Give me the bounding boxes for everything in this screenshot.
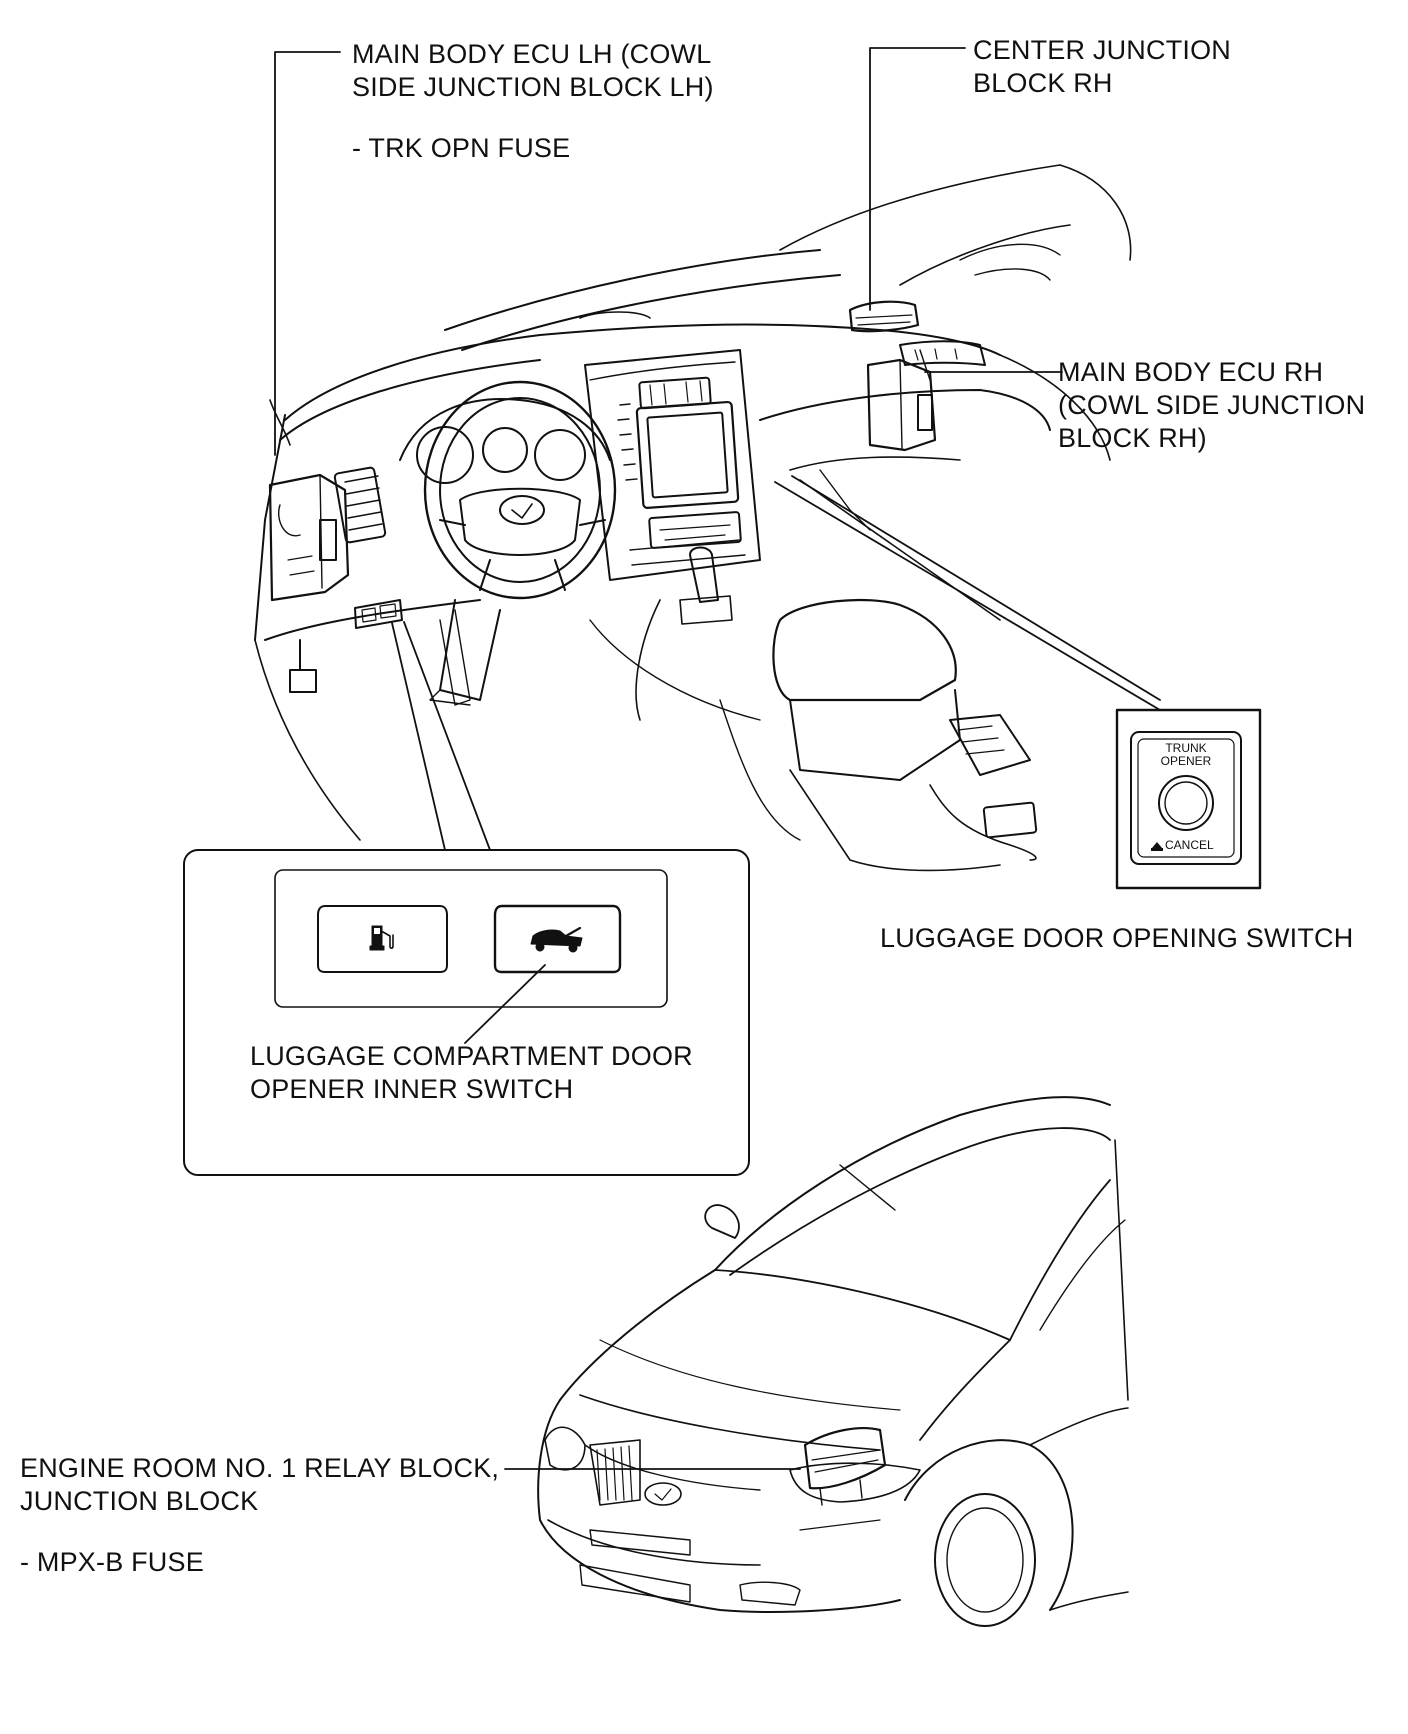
lexus-emblem-icon xyxy=(644,1482,682,1506)
inner-switch-label-line-2: OPENER INNER SWITCH xyxy=(250,1074,574,1104)
fuel-door-icon xyxy=(369,925,394,951)
engine-room-relay-block-label-line-1: ENGINE ROOM NO. 1 RELAY BLOCK, xyxy=(20,1453,500,1483)
main-body-ecu-lh-label-line-2: SIDE JUNCTION BLOCK LH) xyxy=(352,72,714,102)
main-body-ecu-lh-label-line-1: MAIN BODY ECU LH (COWL xyxy=(352,39,712,69)
center-junction-block-rh-label-line-1: CENTER JUNCTION xyxy=(973,35,1231,65)
main-body-ecu-rh-label-line-2: (COWL SIDE JUNCTION xyxy=(1058,390,1366,420)
main-body-ecu-lh-label: MAIN BODY ECU LH (COWL SIDE JUNCTION BLO… xyxy=(352,38,714,165)
dashboard-illustration xyxy=(254,164,1132,872)
luggage-door-switch-panel xyxy=(1115,708,1262,890)
trunk-opener-text-line-2: OPENER xyxy=(1160,754,1212,768)
main-body-ecu-rh-label: MAIN BODY ECU RH (COWL SIDE JUNCTION BLO… xyxy=(1058,356,1365,455)
trk-opn-fuse-label: - TRK OPN FUSE xyxy=(352,133,571,163)
inner-switch-label-line-1: LUGGAGE COMPARTMENT DOOR xyxy=(250,1041,693,1071)
mpx-b-fuse-label: - MPX-B FUSE xyxy=(20,1547,204,1577)
engine-room-relay-block-component xyxy=(803,1427,887,1506)
main-body-ecu-lh-component xyxy=(268,473,350,602)
main-body-ecu-rh-label-line-3: BLOCK RH) xyxy=(1058,423,1207,453)
cancel-triangle-icon xyxy=(1151,842,1163,851)
trunk-opener-text-line-1: TRUNK xyxy=(1165,741,1207,755)
main-body-ecu-rh-label-line-1: MAIN BODY ECU RH xyxy=(1058,357,1324,387)
center-junction-block-rh-label: CENTER JUNCTION BLOCK RH xyxy=(973,34,1231,100)
trunk-car-icon xyxy=(530,926,583,953)
exterior-car-illustration xyxy=(537,1096,1129,1627)
center-junction-block-rh-component xyxy=(848,300,920,333)
leader-lines xyxy=(274,47,1261,1470)
engine-room-relay-block-label-line-2: JUNCTION BLOCK xyxy=(20,1486,259,1516)
center-junction-block-rh-label-line-2: BLOCK RH xyxy=(973,68,1113,98)
luggage-door-opening-switch-label: LUGGAGE DOOR OPENING SWITCH xyxy=(880,923,1354,953)
trunk-opener-text: TRUNK OPENER xyxy=(1146,742,1226,768)
inner-switch-label: LUGGAGE COMPARTMENT DOOR OPENER INNER SW… xyxy=(250,1040,693,1106)
main-body-ecu-rh-component xyxy=(866,349,937,452)
cancel-text: CANCEL xyxy=(1165,838,1214,852)
inner-switch-callout xyxy=(183,849,750,1176)
engine-room-relay-block-label: ENGINE ROOM NO. 1 RELAY BLOCK, JUNCTION … xyxy=(20,1452,499,1579)
